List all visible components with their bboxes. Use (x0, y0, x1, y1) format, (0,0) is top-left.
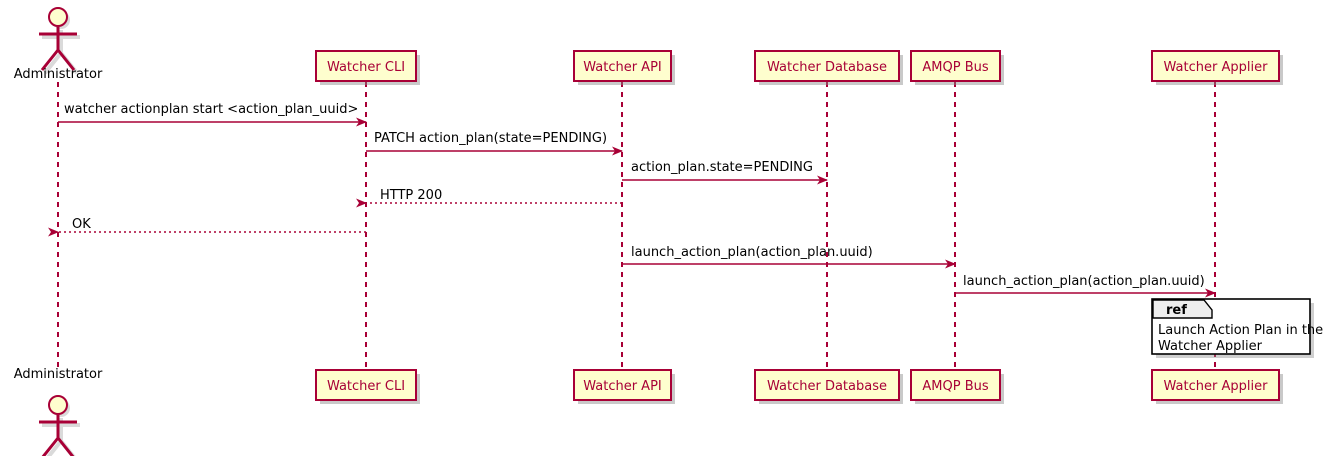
message-label-msg-state-pending: action_plan.state=PENDING (631, 160, 813, 175)
participant-box-watcher-applier-bottom[interactable]: Watcher Applier (1151, 369, 1280, 401)
participant-box-amqp-bus-top[interactable]: AMQP Bus (910, 50, 1001, 82)
message-msg-state-pending: action_plan.state=PENDING (622, 160, 828, 185)
message-msg-launch-action-plan-applier: launch_action_plan(action_plan.uuid) (955, 274, 1216, 298)
message-label-msg-start-actionplan: watcher actionplan start <action_plan_uu… (64, 102, 358, 117)
participant-rect (910, 369, 1001, 401)
ref-body-line-1: Watcher Applier (1158, 339, 1263, 354)
participant-box-watcher-cli-bottom[interactable]: Watcher CLI (315, 369, 417, 401)
participant-rect (315, 50, 417, 82)
participant-label-watcher-cli: Watcher CLI (327, 379, 405, 394)
participant-rect (910, 50, 1001, 82)
actor-label-administrator: Administrator (14, 67, 103, 82)
lifelines-layer (57, 82, 1216, 370)
participant-box-watcher-cli-top[interactable]: Watcher CLI (315, 50, 417, 82)
ref-tab-label: ref (1166, 303, 1187, 318)
message-msg-launch-action-plan-bus: launch_action_plan(action_plan.uuid) (622, 245, 956, 269)
participant-label-watcher-database: Watcher Database (767, 379, 887, 394)
message-label-msg-launch-action-plan-applier: launch_action_plan(action_plan.uuid) (963, 274, 1205, 289)
participant-rect (754, 369, 900, 401)
participant-rect (1151, 369, 1280, 401)
message-label-msg-launch-action-plan-bus: launch_action_plan(action_plan.uuid) (631, 245, 873, 260)
message-label-msg-patch-action-plan: PATCH action_plan(state=PENDING) (374, 131, 607, 146)
message-msg-patch-action-plan: PATCH action_plan(state=PENDING) (366, 131, 623, 156)
actor-body-icon (39, 27, 77, 71)
participant-box-watcher-api-bottom[interactable]: Watcher API (573, 369, 672, 401)
participant-rect (754, 50, 900, 82)
actor-label-administrator: Administrator (14, 367, 103, 382)
participant-label-amqp-bus: AMQP Bus (922, 60, 988, 75)
box-shadows-layer (320, 55, 1283, 404)
participant-rect (573, 369, 672, 401)
participant-box-watcher-database-top[interactable]: Watcher Database (754, 50, 900, 82)
participant-box-watcher-applier-top[interactable]: Watcher Applier (1151, 50, 1280, 82)
participant-box-amqp-bus-bottom[interactable]: AMQP Bus (910, 369, 1001, 401)
participant-rect (1151, 50, 1280, 82)
message-msg-start-actionplan: watcher actionplan start <action_plan_uu… (58, 102, 367, 127)
participant-label-watcher-database: Watcher Database (767, 60, 887, 75)
participant-rect (315, 369, 417, 401)
ref-body-line-0: Launch Action Plan in the (1158, 323, 1323, 338)
participant-rect (573, 50, 672, 82)
actor-administrator-bottom[interactable]: Administrator (14, 367, 103, 456)
participant-label-watcher-applier: Watcher Applier (1164, 60, 1269, 75)
message-label-msg-ok: OK (72, 217, 91, 232)
participant-label-watcher-api: Watcher API (583, 60, 662, 75)
participants-layer: Watcher CLI Watcher CLI Watcher API Watcher… (315, 50, 1280, 401)
ref-tab-shape (1152, 299, 1213, 319)
message-msg-http-200: HTTP 200 (356, 188, 622, 208)
participant-box-watcher-database-bottom[interactable]: Watcher Database (754, 369, 900, 401)
actor-head-icon (48, 7, 68, 27)
participant-label-watcher-cli: Watcher CLI (327, 60, 405, 75)
messages-layer: watcher actionplan start <action_plan_uu… (48, 102, 1216, 298)
participant-label-amqp-bus: AMQP Bus (922, 379, 988, 394)
message-msg-ok: OK (48, 217, 366, 237)
participant-box-watcher-api-top[interactable]: Watcher API (573, 50, 672, 82)
actor-administrator-top[interactable]: Administrator (14, 7, 103, 82)
actor-head-icon (48, 395, 68, 415)
participant-label-watcher-applier: Watcher Applier (1164, 379, 1269, 394)
actor-body-icon (39, 415, 77, 456)
message-label-msg-http-200: HTTP 200 (380, 188, 442, 203)
participant-label-watcher-api: Watcher API (583, 379, 662, 394)
